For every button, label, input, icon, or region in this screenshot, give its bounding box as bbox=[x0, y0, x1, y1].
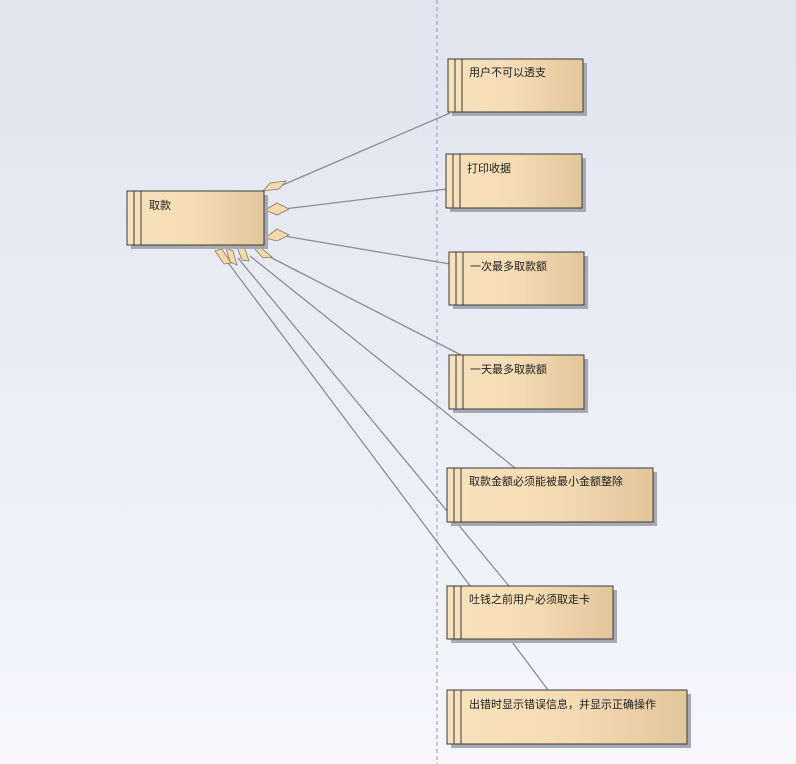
diamond-marker-r6 bbox=[225, 247, 238, 266]
use-case-box-main[interactable]: 取款 bbox=[126, 190, 268, 249]
requirement-label: 一次最多取款额 bbox=[470, 259, 547, 273]
aggregation-markers bbox=[214, 180, 290, 266]
requirement-box-r1[interactable]: 用户不可以透支 bbox=[447, 58, 587, 116]
diamond-marker-r3 bbox=[264, 228, 290, 242]
box-body bbox=[447, 58, 584, 113]
requirement-label: 打印收据 bbox=[467, 161, 511, 175]
requirement-box-r6[interactable]: 吐钱之前用户必须取走卡 bbox=[446, 585, 617, 643]
requirement-label: 吐钱之前用户必须取走卡 bbox=[469, 592, 590, 606]
box-body bbox=[446, 467, 654, 523]
connector-r1[interactable] bbox=[277, 112, 451, 188]
requirement-label: 一天最多取款额 bbox=[470, 362, 547, 376]
connector-lines bbox=[225, 112, 549, 691]
box-body bbox=[448, 354, 585, 410]
connector-r4[interactable] bbox=[265, 254, 462, 356]
requirement-label: 用户不可以透支 bbox=[469, 65, 546, 79]
requirement-label: 取款金额必须能被最小金额整除 bbox=[469, 474, 623, 488]
connector-r2[interactable] bbox=[283, 188, 448, 210]
box-body bbox=[126, 190, 265, 246]
connector-r6[interactable] bbox=[237, 257, 510, 587]
requirement-box-r4[interactable]: 一天最多取款额 bbox=[448, 354, 588, 413]
requirement-box-r3[interactable]: 一次最多取款额 bbox=[448, 251, 588, 309]
box-body bbox=[448, 251, 585, 306]
connector-r5[interactable] bbox=[249, 255, 516, 469]
requirement-label: 出错时显示错误信息，并显示正确操作 bbox=[469, 697, 656, 711]
box-body bbox=[446, 689, 688, 745]
diamond-marker-r2 bbox=[264, 202, 290, 216]
requirement-box-r5[interactable]: 取款金额必须能被最小金额整除 bbox=[446, 467, 657, 526]
connector-r3[interactable] bbox=[283, 235, 451, 265]
box-body bbox=[445, 153, 583, 209]
diamond-marker-r1 bbox=[262, 180, 287, 192]
box-body bbox=[446, 585, 614, 640]
use-case-label: 取款 bbox=[149, 198, 171, 212]
requirement-box-r2[interactable]: 打印收据 bbox=[445, 153, 586, 212]
requirement-box-r7[interactable]: 出错时显示错误信息，并显示正确操作 bbox=[446, 689, 691, 748]
diamond-marker-r7 bbox=[214, 248, 232, 265]
